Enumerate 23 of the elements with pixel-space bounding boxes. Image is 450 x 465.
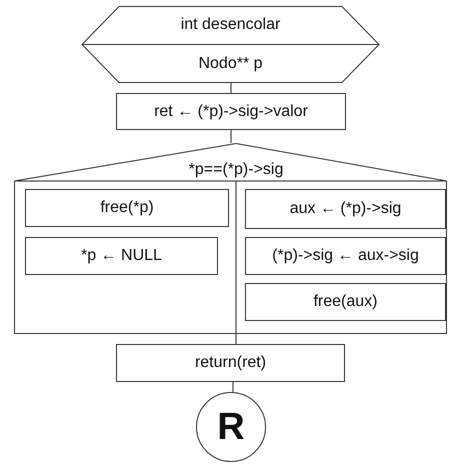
statement-text: (*p)->sig ← aux->sig xyxy=(272,247,419,265)
statement-text: aux ← (*p)->sig xyxy=(290,200,402,218)
decision-block xyxy=(14,143,447,334)
process-box xyxy=(116,344,345,382)
process-box xyxy=(245,283,446,321)
condition-text: *p==(*p)->sig xyxy=(188,161,284,179)
process-box xyxy=(25,237,218,275)
process-box xyxy=(25,189,229,227)
connector-line xyxy=(232,382,234,392)
statement-text: *p ← NULL xyxy=(81,247,162,265)
statement-text: free(*p) xyxy=(100,199,154,217)
process-box xyxy=(245,237,446,275)
hexagon-text: Nodo** p xyxy=(197,54,264,73)
process-box xyxy=(245,189,446,229)
statement-text: return(ret) xyxy=(194,354,266,372)
process-box xyxy=(116,93,346,130)
connector-line xyxy=(230,130,232,144)
statement-text: free(aux) xyxy=(313,293,378,311)
statement-text: ret ← (*p)->sig->valor xyxy=(154,102,308,120)
start-hexagon xyxy=(81,6,380,83)
end-label: R xyxy=(217,406,245,448)
hexagon-text: int desencolar xyxy=(180,16,282,34)
connector-line xyxy=(230,82,232,94)
